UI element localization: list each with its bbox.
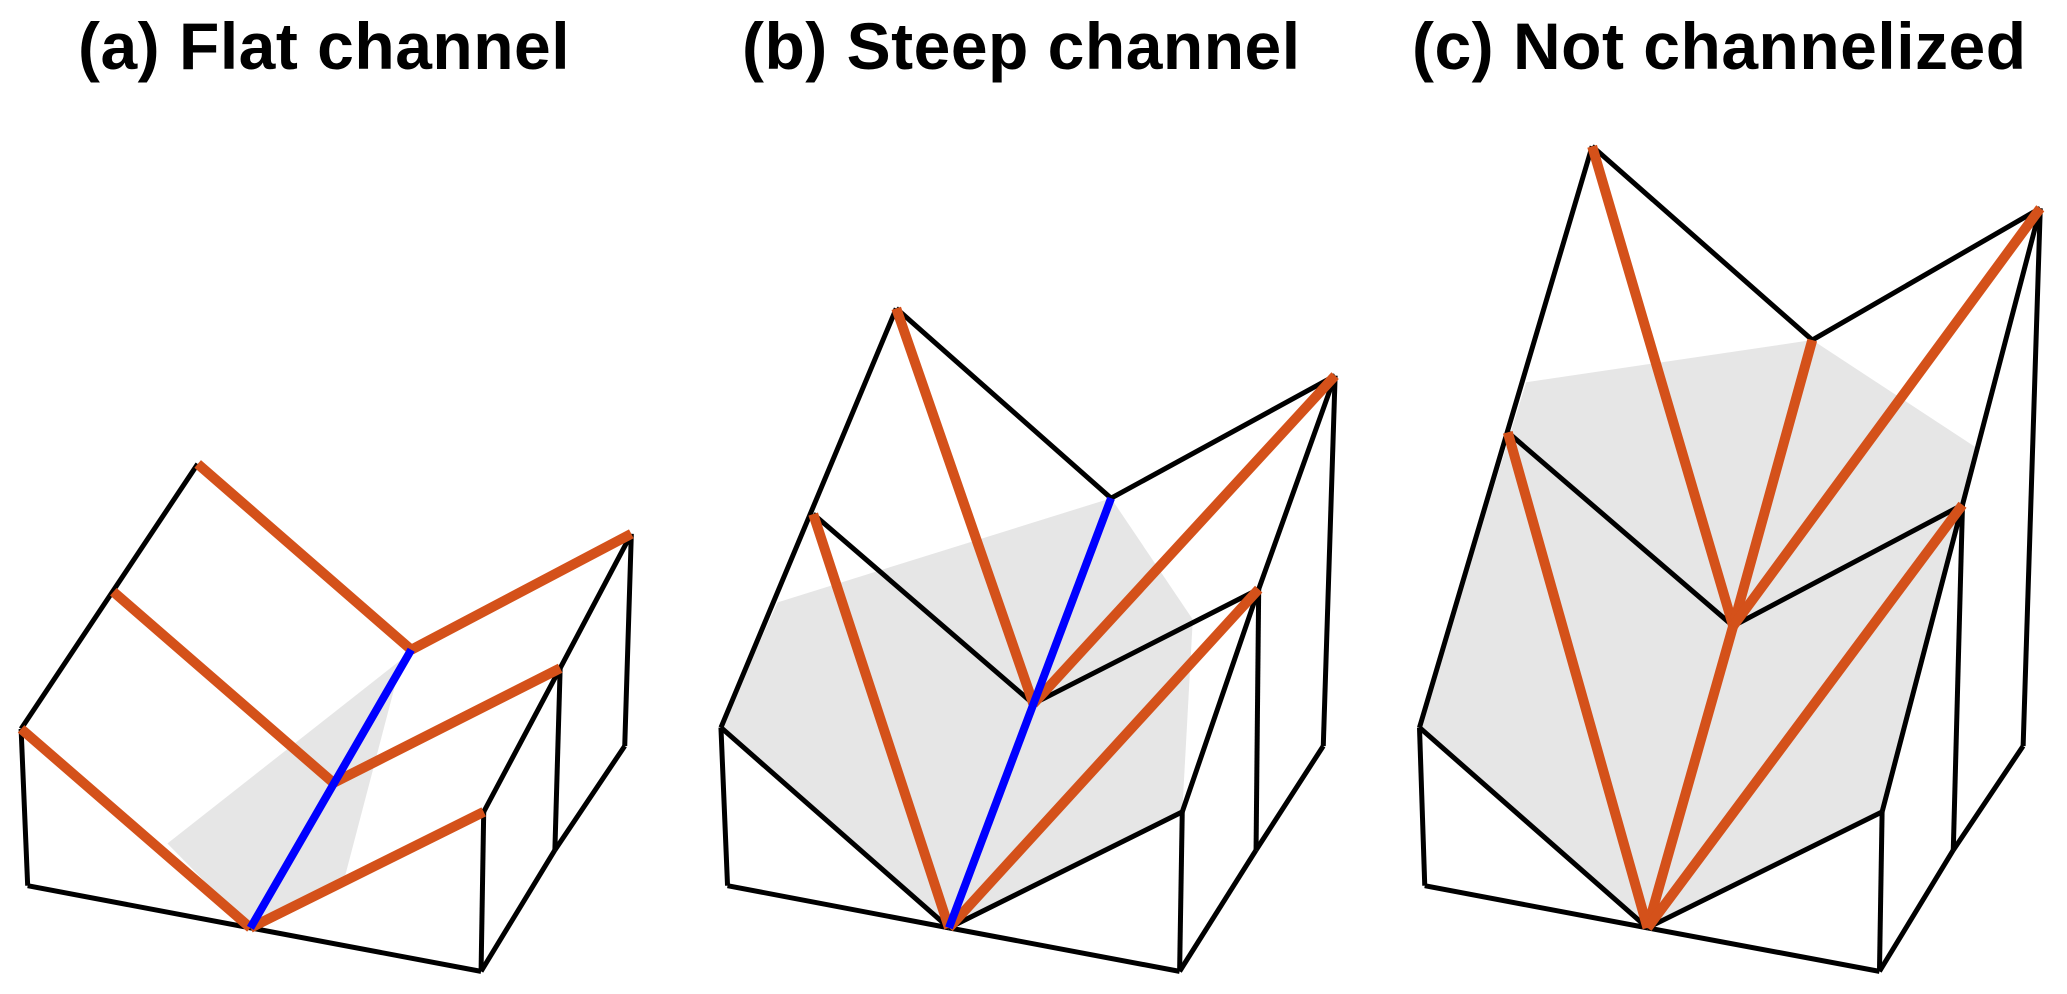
panel-c-flow-line-4: [1502, 430, 1653, 930]
panel-a-edge-10: [552, 668, 563, 851]
panel-b-flow-line-0: [891, 306, 1039, 706]
panel-b-edge-12: [1109, 373, 1337, 501]
panel-c-shading: [1419, 340, 1977, 928]
panel-b-edge-5: [1179, 588, 1262, 813]
panel-a-edge-2: [27, 883, 251, 931]
panel-b-edge-11: [894, 306, 1113, 501]
panel-b-channel-line: [945, 496, 1115, 930]
panel-c-flow-line-3: [1642, 624, 1738, 930]
panel-a-edge-3: [249, 925, 482, 974]
panel-c-edge-7: [2020, 208, 2043, 747]
panel-c-edge-1: [1416, 727, 1428, 886]
panel-b-edge-7: [1320, 375, 1338, 747]
panel-b-edge-6: [1256, 374, 1338, 590]
panel-c-edge-5: [1879, 504, 1965, 813]
panel-b-edge-16: [947, 809, 1184, 931]
panel-a-flow-line-2: [17, 725, 254, 932]
panel-b-edge-1: [718, 727, 731, 886]
panel-a-edge-1: [18, 728, 31, 886]
panel-a-channel-shading: [167, 659, 402, 928]
panel-c-edge-13: [1506, 430, 1735, 628]
panel-c-edge-14: [1732, 502, 1964, 629]
panel-a-flow-line-3: [408, 529, 634, 655]
panel-a-flow-line-4: [331, 663, 563, 788]
panel-c-flow-line-2: [1729, 205, 2045, 630]
panel-a-flow-line-0: [194, 460, 415, 654]
panel-b-edge-14: [1032, 586, 1260, 707]
panel-c-edge-8: [1951, 744, 2026, 852]
panel-b-flow-line-3: [945, 585, 1263, 932]
panel-c-flow-line-1: [1728, 338, 1818, 628]
panel-a-edge-8: [552, 744, 627, 852]
panel-a-edge-9: [478, 848, 558, 973]
panel-c-flow-line-0: [1587, 144, 1738, 628]
panel-a-flow-line-5: [248, 807, 486, 933]
panel-a-channel-line: [246, 647, 415, 930]
panel-b-flow-line-1: [808, 512, 954, 930]
panel-c-edge-10: [1950, 504, 1966, 851]
panel-b-edge-13: [811, 512, 1035, 706]
panel-b-edge-0: [718, 307, 899, 729]
panel-a-edge-0: [19, 462, 200, 731]
panel-c-edge-12: [1810, 206, 2042, 343]
panel-a-edge-6: [557, 532, 634, 670]
panel-c-edge-4: [1876, 811, 1885, 972]
panel-a-edge-4: [478, 811, 487, 972]
panel-c-title: (c) Not channelized: [1412, 9, 2027, 83]
panel-a-title: (a) Flat channel: [78, 9, 571, 83]
panel-c-edge-16: [1646, 809, 1884, 931]
panel-c-edge-2: [1424, 883, 1648, 931]
panel-b-edge-15: [719, 725, 951, 930]
panel-b-edge-8: [1253, 744, 1326, 852]
panel-c-edge-9: [1877, 848, 1956, 973]
panel-b-edge-4: [1177, 811, 1185, 972]
panel-b-edge-10: [1253, 589, 1262, 851]
panel-b-title: (b) Steep channel: [742, 9, 1301, 83]
panel-c-edge-6: [1960, 207, 2043, 506]
panel-c-flow-line-5: [1643, 501, 1967, 931]
panel-c-edge-15: [1417, 725, 1650, 930]
panel-a-edge-7: [622, 533, 634, 747]
panel-c-edge-11: [1590, 144, 1814, 342]
panel-c-edge-3: [1647, 925, 1880, 974]
panel-b-flow-line-2: [1029, 372, 1339, 708]
panel-b-edge-3: [948, 925, 1181, 974]
panel-a-edge-5: [481, 667, 563, 814]
panel-b-edge-2: [727, 883, 950, 931]
panel-b-edge-9: [1177, 848, 1259, 973]
panel-a-flow-line-1: [110, 588, 337, 787]
